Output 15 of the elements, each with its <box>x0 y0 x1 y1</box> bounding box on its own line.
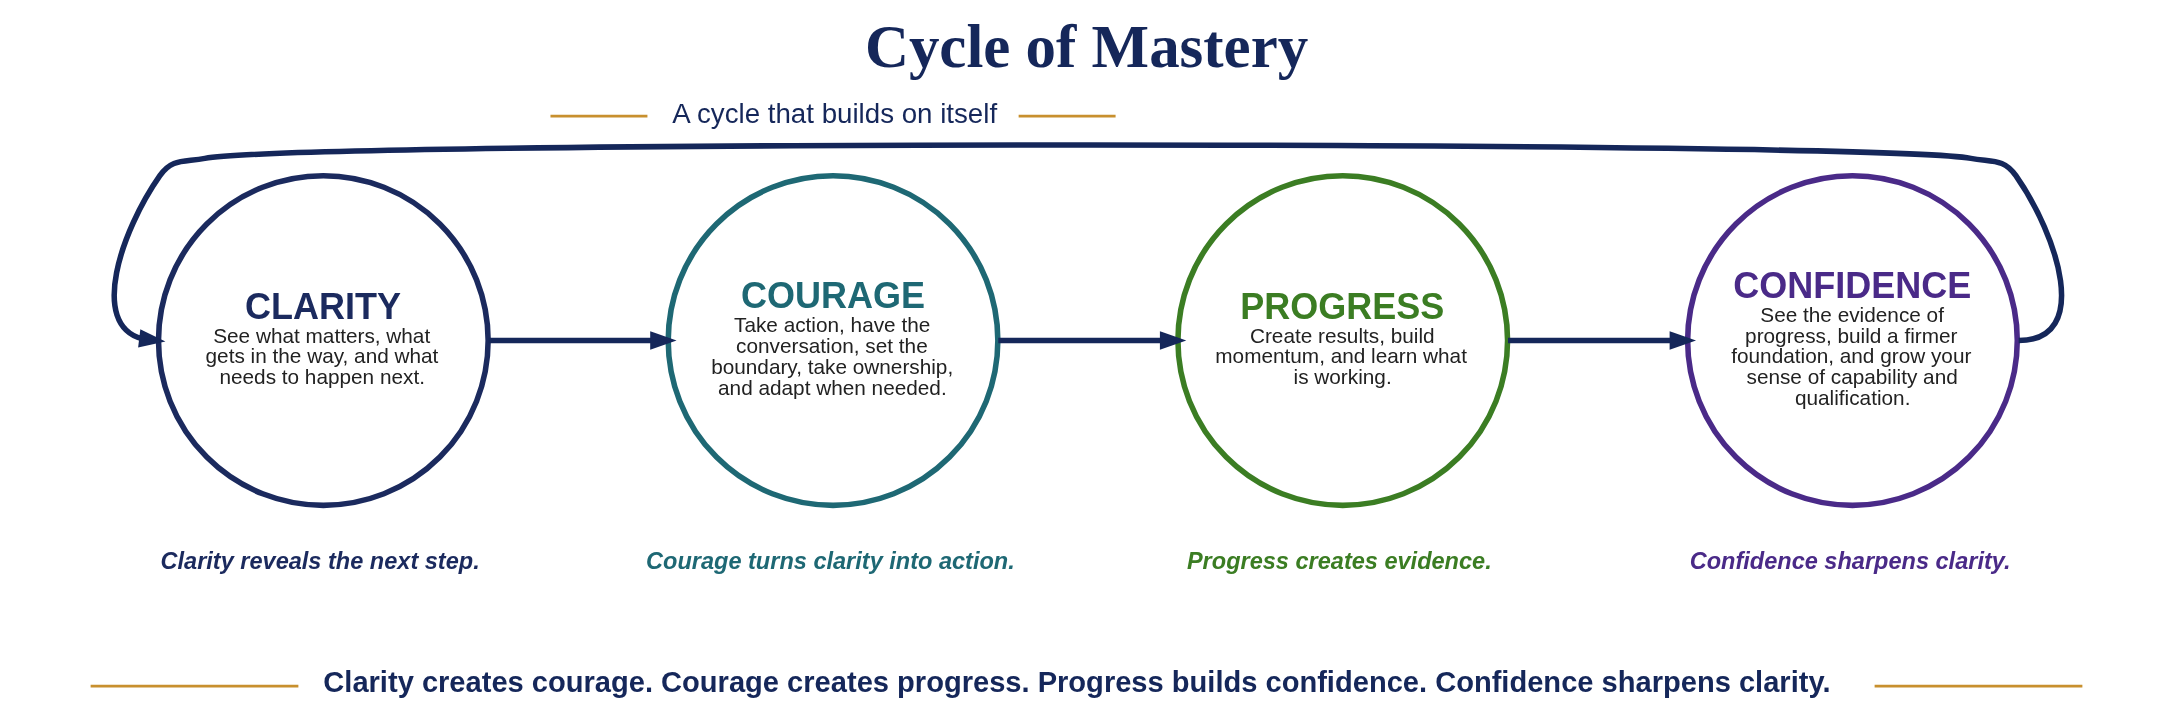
diagram-title: Cycle of Mastery <box>864 12 1308 80</box>
arrow <box>997 331 1186 350</box>
arrow <box>111 142 2064 348</box>
arrow <box>488 331 677 350</box>
node-circle: COURAGE Take action, have the conversation, set the boundary, take ownership, and adapt when needed. <box>664 172 1001 509</box>
node-circle: CLARITY See what matters, what gets in the way, and what needs to happen next. <box>155 172 491 509</box>
node-label: Courage turns clarity into action. <box>645 548 1015 575</box>
node-label: Clarity reveals the next step. <box>160 548 480 575</box>
arrow <box>1507 331 1696 350</box>
caption: Clarity creates courage. Courage creates progress. Progress builds confidence. Confidence sharpens clarity. <box>322 666 1831 699</box>
node-circle: PROGRESS Create results, build momentum, and learn what is working. <box>1174 172 1510 509</box>
node-label: Confidence sharpens clarity. <box>1689 548 2011 575</box>
node-circle: CONFIDENCE See the evidence of progress, build a firmer foundation, and grow your sense of capability and qualification. <box>1684 172 2020 509</box>
node-label: Progress creates evidence. <box>1186 548 1492 575</box>
label: A cycle that builds on itself <box>671 98 997 130</box>
